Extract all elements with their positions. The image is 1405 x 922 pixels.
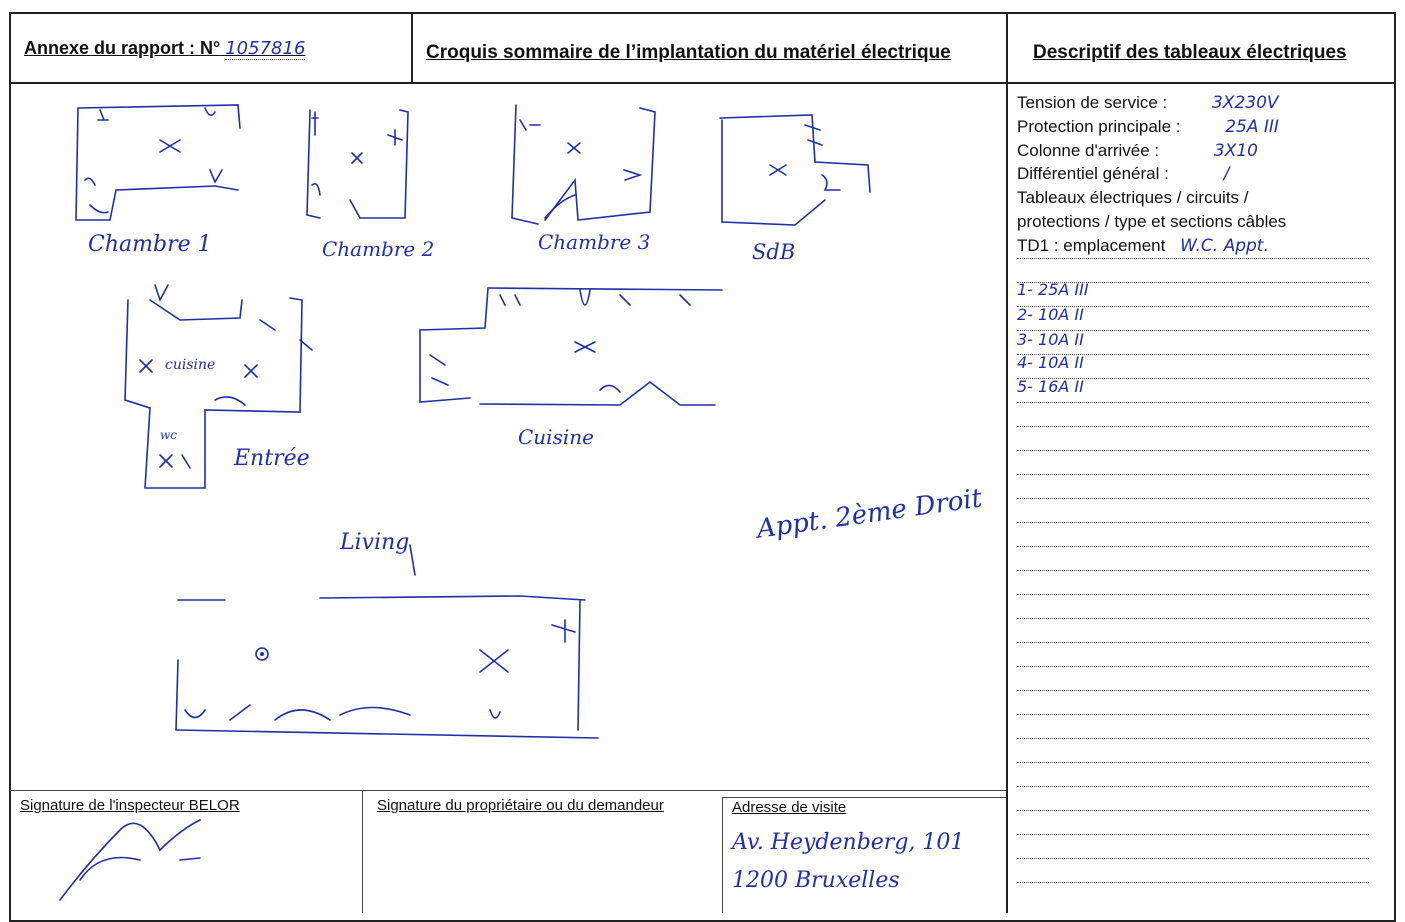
colonne-label: Colonne d'arrivée :	[1017, 141, 1160, 160]
report-number: 1057816	[225, 38, 306, 60]
differentiel-field: Différentiel général : /	[1017, 164, 1229, 184]
dotted-line	[1017, 570, 1369, 571]
header-column-divider-1	[411, 12, 413, 83]
dotted-line	[1017, 690, 1369, 691]
inspector-signature-label: Signature de l'inspecteur BELOR	[20, 797, 240, 814]
chambre2-sketch	[306, 109, 409, 219]
tension-label: Tension de service :	[1017, 93, 1168, 112]
circuit-3: 3- 10A II	[1017, 330, 1084, 349]
differentiel-label: Différentiel général :	[1017, 164, 1169, 183]
dotted-line	[1017, 306, 1369, 307]
room-label-wc: wc	[160, 428, 177, 442]
inspector-signature-scrawl	[59, 819, 201, 901]
annexe-header: Annexe du rapport : N° 1057816	[24, 38, 306, 60]
room-label-entree: Entrée	[234, 446, 310, 471]
dotted-line	[1017, 522, 1369, 523]
td1-value: W.C. Appt.	[1180, 236, 1269, 256]
sketch-title: Croquis sommaire de l’implantation du ma…	[426, 42, 951, 63]
tableaux-line1: Tableaux électriques / circuits /	[1017, 188, 1249, 207]
sdb-sketch	[719, 114, 871, 226]
td1-label: TD1 : emplacement	[1017, 236, 1166, 255]
room-label-sdb: SdB	[752, 240, 796, 264]
annexe-label: Annexe du rapport	[24, 38, 185, 58]
room-label-living: Living	[340, 530, 410, 555]
room-label-chambre2: Chambre 2	[322, 237, 435, 261]
dotted-line	[1017, 786, 1369, 787]
dotted-line	[1017, 834, 1369, 835]
circuit-1: 1- 25A III	[1017, 280, 1089, 299]
dotted-line	[1017, 426, 1369, 427]
dotted-line	[1017, 402, 1369, 403]
room-label-cuisine: Cuisine	[518, 425, 594, 449]
dotted-line	[1017, 762, 1369, 763]
description-title: Descriptif des tableaux électriques	[1033, 42, 1347, 63]
dotted-line	[1017, 882, 1369, 883]
chambre3-sketch	[511, 104, 656, 225]
dotted-line	[1017, 546, 1369, 547]
colonne-value: 3X10	[1213, 141, 1258, 161]
dotted-line	[1017, 498, 1369, 499]
colonne-field: Colonne d'arrivée : 3X10	[1017, 141, 1258, 161]
tableaux-line2: protections / type et sections câbles	[1017, 212, 1287, 231]
room-label-chambre1: Chambre 1	[88, 232, 212, 257]
dotted-line	[1017, 330, 1369, 331]
chambre1-sketch	[75, 104, 241, 221]
protection-value: 25A III	[1225, 117, 1279, 137]
dotted-line	[1017, 810, 1369, 811]
footer-divider	[9, 790, 1006, 791]
dotted-line	[1017, 474, 1369, 475]
entree-sketch	[124, 284, 313, 489]
protection-label: Protection principale :	[1017, 117, 1181, 136]
footer-divider-1	[362, 790, 363, 913]
dotted-line	[1017, 714, 1369, 715]
tension-value: 3X230V	[1211, 93, 1279, 113]
circuit-4: 4- 10A II	[1017, 353, 1084, 372]
dotted-line	[1017, 378, 1369, 379]
td1-field: TD1 : emplacement W.C. Appt.	[1017, 236, 1269, 256]
protection-field: Protection principale : 25A III	[1017, 117, 1279, 137]
dotted-line	[1017, 666, 1369, 667]
dotted-line	[1017, 738, 1369, 739]
dotted-line	[1017, 450, 1369, 451]
address-top-border	[722, 797, 1006, 798]
description-column-divider	[1006, 12, 1008, 913]
address-line-2: 1200 Bruxelles	[732, 868, 900, 893]
cuisine-sketch	[419, 287, 723, 406]
dotted-line	[1017, 618, 1369, 619]
room-label-chambre3: Chambre 3	[538, 230, 651, 254]
dotted-line	[1017, 258, 1369, 259]
dotted-line	[1017, 858, 1369, 859]
living-sketch	[175, 544, 599, 739]
tension-field: Tension de service : 3X230V	[1017, 93, 1279, 113]
owner-signature-label: Signature du propriétaire ou du demandeu…	[377, 797, 664, 814]
annexe-number-label: : N°	[184, 38, 221, 58]
circuit-5: 5- 16A II	[1017, 377, 1084, 396]
differentiel-value: /	[1223, 164, 1230, 184]
room-label-cuisine-small: cuisine	[165, 357, 216, 373]
header-divider	[9, 82, 1396, 84]
circuit-2: 2- 10A II	[1017, 305, 1084, 324]
address-line-1: Av. Heydenberg, 101	[732, 830, 965, 855]
footer-divider-2	[722, 797, 723, 913]
dotted-line	[1017, 594, 1369, 595]
address-label: Adresse de visite	[732, 799, 847, 816]
dotted-line	[1017, 282, 1369, 283]
dotted-line	[1017, 354, 1369, 355]
dotted-line	[1017, 642, 1369, 643]
